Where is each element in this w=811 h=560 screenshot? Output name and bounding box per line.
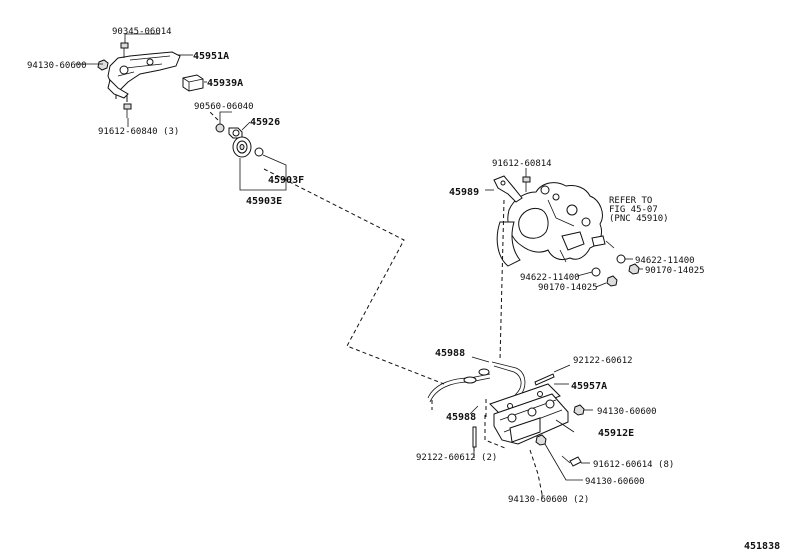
label-94130-60600-low: 94130-60600 <box>585 477 645 487</box>
label-45926: 45926 <box>250 117 280 128</box>
block-45939A[interactable] <box>182 74 204 92</box>
turbocharger-45910[interactable] <box>496 182 606 267</box>
label-45988-bottom: 45988 <box>446 412 476 423</box>
bolt-90345-06014[interactable] <box>120 42 129 58</box>
label-refer-to: REFER TO <box>609 196 652 206</box>
oil-pipe-45988-lower[interactable] <box>427 368 491 403</box>
spacer-45926[interactable] <box>228 127 243 139</box>
label-90560-06040: 90560-06040 <box>194 102 254 112</box>
label-45951A: 45951A <box>193 51 229 62</box>
stud-92122-top[interactable] <box>534 373 555 386</box>
nut-94130-low[interactable] <box>535 434 547 446</box>
nut-90170-left[interactable] <box>606 275 618 287</box>
label-90345-06014: 90345-06014 <box>112 27 172 37</box>
gasket-94622-right[interactable] <box>616 254 626 264</box>
pulley-45903F[interactable] <box>232 136 264 158</box>
label-94130-60600-top: 94130-60600 <box>27 61 87 71</box>
nut-94130-top[interactable] <box>97 59 109 71</box>
label-91612-60814: 91612-60814 <box>492 159 552 169</box>
label-94130-60600-mid: 94130-60600 <box>597 407 657 417</box>
label-90170-14025-left: 90170-14025 <box>538 283 598 293</box>
washer-90560-06040[interactable] <box>215 123 225 133</box>
label-fig-45-07: FIG 45-07 <box>609 205 658 215</box>
nut-90170-right[interactable] <box>628 263 640 275</box>
label-92122-60612-top: 92122-60612 <box>573 356 633 366</box>
nut-94130-mid[interactable] <box>573 404 585 416</box>
stud-92122-bottom[interactable] <box>472 426 477 448</box>
bolt-91612-60840[interactable] <box>123 103 132 118</box>
gasket-94622-left[interactable] <box>591 267 601 277</box>
label-92122-60612-bottom: 92122-60612 (2) <box>416 453 497 463</box>
label-45903F: 45903F <box>268 175 304 186</box>
bolt-91612-60814[interactable] <box>522 176 531 192</box>
manifold-45912E[interactable] <box>493 393 569 445</box>
diagram-id-label: 451838 <box>744 541 780 552</box>
label-94130-60600-bottom: 94130-60600 (2) <box>508 495 589 505</box>
label-45989: 45989 <box>449 187 479 198</box>
label-45912E: 45912E <box>598 428 634 439</box>
label-94622-11400-left: 94622-11400 <box>520 273 580 283</box>
plate-45989[interactable] <box>493 175 523 203</box>
label-pnc-45910: (PNC 45910) <box>609 214 669 224</box>
label-45903E: 45903E <box>246 196 282 207</box>
label-91612-60614: 91612-60614 (8) <box>593 460 674 470</box>
label-45957A: 45957A <box>571 381 607 392</box>
label-91612-60840: 91612-60840 (3) <box>98 127 179 137</box>
label-45939A: 45939A <box>207 78 243 89</box>
bracket-45951A[interactable] <box>107 51 181 99</box>
bolt-91612-60614[interactable] <box>561 455 582 467</box>
label-94622-11400-right: 94622-11400 <box>635 256 695 266</box>
label-90170-14025-right: 90170-14025 <box>645 266 705 276</box>
label-45988-top: 45988 <box>435 348 465 359</box>
